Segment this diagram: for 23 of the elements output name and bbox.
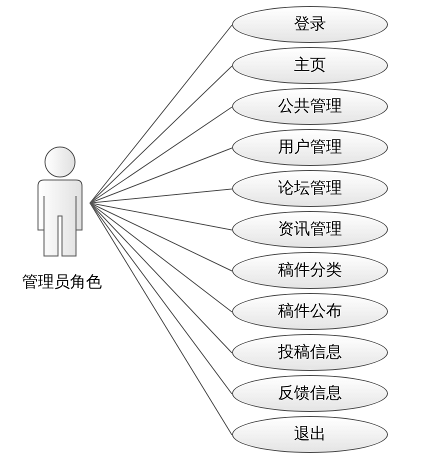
use-case-ellipse: 投稿信息	[232, 334, 388, 371]
use-case-ellipse: 退出	[232, 416, 388, 453]
association-line	[90, 188, 232, 204]
use-case-ellipse: 用户管理	[232, 129, 388, 166]
association-line	[90, 202, 232, 312]
association-line	[90, 202, 232, 354]
association-line	[90, 24, 232, 204]
use-case-ellipse: 反馈信息	[232, 375, 388, 412]
use-case-ellipse: 论坛管理	[232, 170, 388, 207]
association-line	[90, 202, 232, 436]
use-case-ellipse: 公共管理	[232, 88, 388, 125]
association-line	[90, 202, 232, 272]
association-line	[90, 202, 232, 230]
association-line	[90, 148, 232, 204]
use-case-ellipse: 资讯管理	[232, 211, 388, 248]
association-line	[90, 202, 232, 394]
use-case-ellipse: 稿件公布	[232, 293, 388, 330]
use-case-ellipse: 登录	[232, 6, 388, 43]
use-case-ellipse: 稿件分类	[232, 252, 388, 289]
association-line	[90, 106, 232, 204]
association-line	[90, 66, 232, 204]
actor-label: 管理员角色	[21, 272, 103, 293]
use-case-ellipse: 主页	[232, 47, 388, 84]
